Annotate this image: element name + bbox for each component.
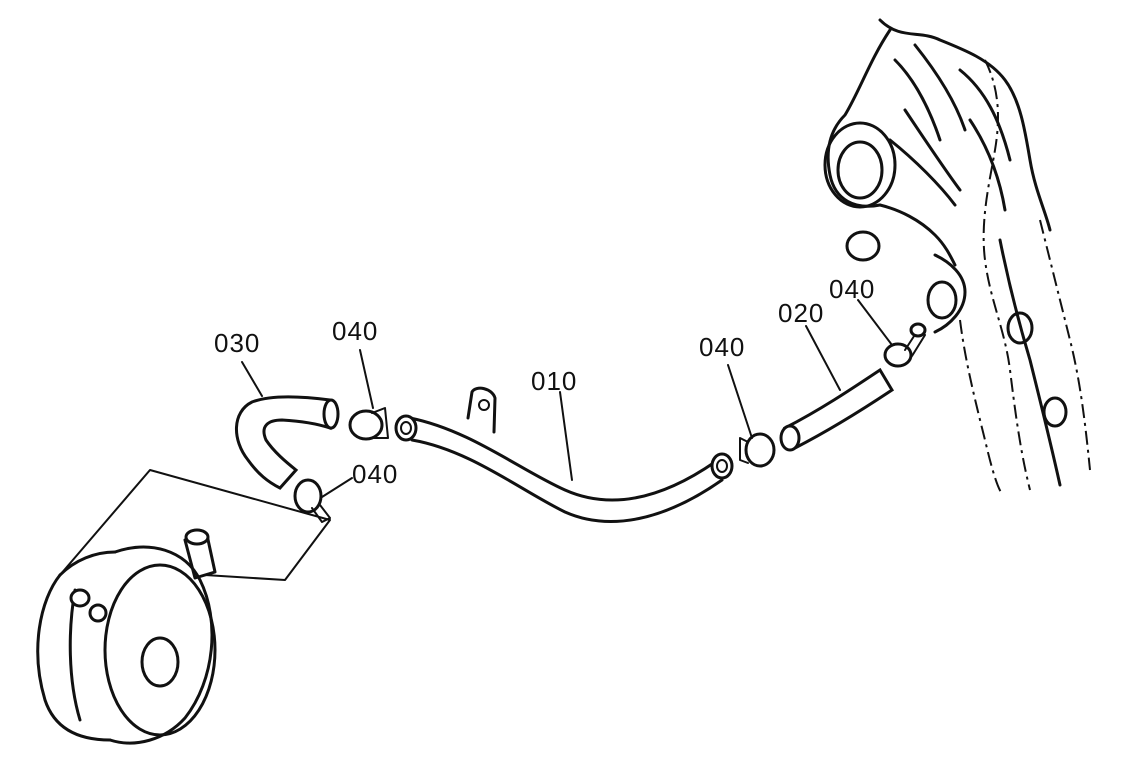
leader-040-mid-right [727, 364, 753, 439]
callout-020: 020 [778, 298, 824, 328]
hose-clamp-right-pipe [739, 432, 776, 468]
leader-040-lower-left [321, 477, 353, 498]
callout-030: 030 [214, 328, 260, 358]
leader-020 [805, 325, 841, 391]
hose-clamp-upper-right [883, 322, 927, 368]
leader-040-top-right [857, 299, 893, 346]
engine-block [823, 18, 1091, 496]
hose-020 [779, 367, 895, 452]
hose-clamp-lower-left [293, 478, 331, 523]
callout-040-top-left: 040 [332, 316, 378, 346]
callout-010: 010 [531, 366, 577, 396]
oil-cooler [36, 469, 331, 745]
leader-010 [559, 391, 573, 481]
hose-clamp-left-pipe [348, 407, 389, 441]
hose-030 [235, 395, 340, 490]
callout-040-top-right: 040 [829, 274, 875, 304]
callout-040-lower-left: 040 [352, 459, 398, 489]
leader-030 [241, 361, 263, 397]
leader-lines [241, 299, 893, 498]
leader-040-top-left [359, 349, 374, 409]
pipe-010 [394, 386, 734, 523]
callout-040-mid-right: 040 [699, 332, 745, 362]
